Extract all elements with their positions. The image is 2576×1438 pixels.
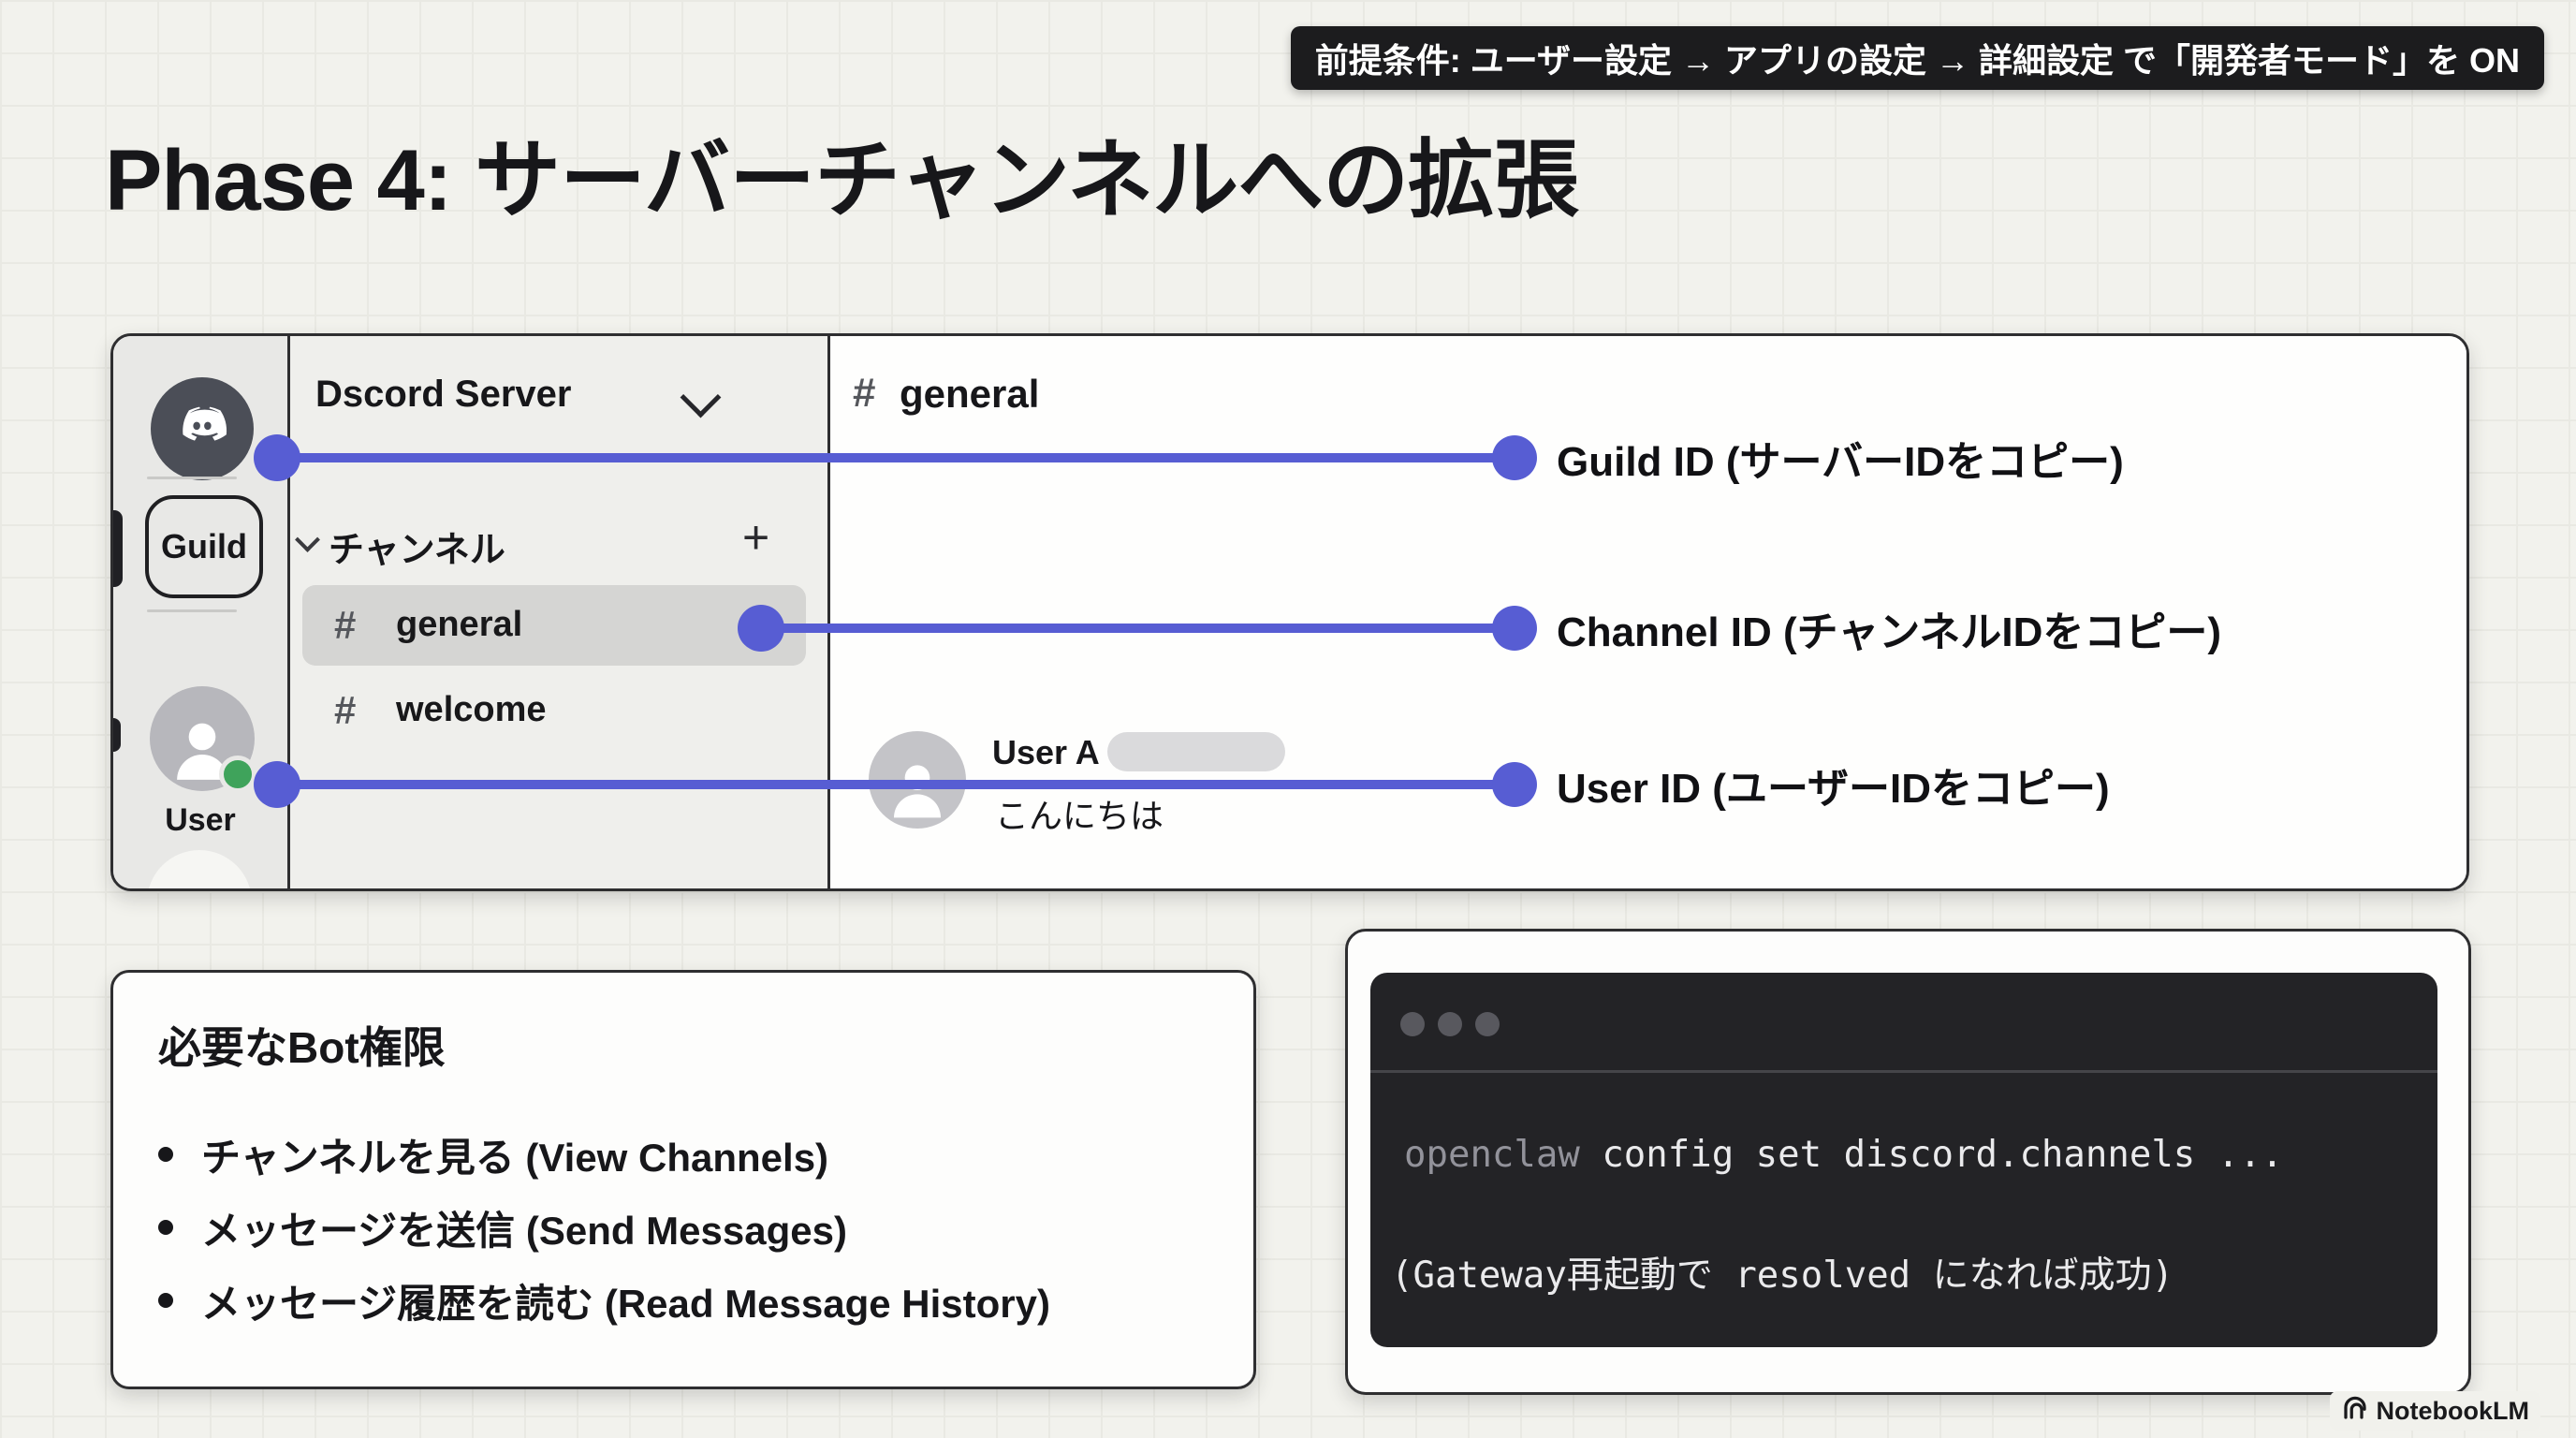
chat-header-channel: general <box>900 372 1040 416</box>
command-args: config set discord.channels ... <box>1579 1134 2284 1176</box>
channel-id-line <box>761 624 1515 633</box>
permissions-title: 必要なBot権限 <box>158 1023 446 1072</box>
prerequisite-badge: 前提条件: ユーザー設定 → アプリの設定 → 詳細設定 で「開発者モード」を … <box>1290 26 2544 90</box>
terminal-command: openclaw config set discord.channels ... <box>1404 1134 2283 1176</box>
server-rail: Guild User <box>113 336 290 888</box>
notebooklm-watermark: NotebookLM <box>2329 1391 2540 1431</box>
server-name[interactable]: Dscord Server <box>315 374 572 415</box>
chat-area <box>830 336 2466 888</box>
user-indicator-pill <box>113 718 121 752</box>
permission-item: メッセージを送信 (Send Messages) <box>158 1203 1225 1253</box>
permission-item: チャンネルを見る (View Channels) <box>158 1130 1225 1180</box>
hash-icon: # <box>334 688 357 732</box>
permission-item: メッセージ履歴を読む (Read Message History) <box>158 1276 1225 1326</box>
rail-divider <box>147 609 237 612</box>
terminal-note: (Gateway再起動で resolved になれば成功) <box>1391 1255 2174 1297</box>
empty-avatar-placeholder <box>147 850 252 888</box>
user-id-end-dot <box>1492 762 1537 807</box>
command-binary: openclaw <box>1404 1134 1580 1176</box>
bullet-dot <box>158 1220 173 1235</box>
channels-section-label: チャンネル <box>329 531 505 570</box>
channel-id-start-dot <box>738 605 784 652</box>
user-id-line <box>277 780 1515 789</box>
message-text: こんにちは <box>995 797 1164 835</box>
window-close-icon <box>1400 1012 1425 1036</box>
permissions-list: チャンネルを見る (View Channels) メッセージを送信 (Send … <box>158 1130 1225 1326</box>
permission-text: メッセージ履歴を読む (Read Message History) <box>201 1281 1050 1326</box>
bullet-dot <box>158 1293 173 1308</box>
user-avatar[interactable] <box>150 686 255 791</box>
channel-id-end-dot <box>1492 606 1537 651</box>
rail-divider <box>147 477 237 479</box>
terminal-window: openclaw config set discord.channels ...… <box>1370 973 2437 1347</box>
page-title: Phase 4: サーバーチャンネルへの拡張 <box>105 133 1579 228</box>
user-label: User <box>165 802 236 838</box>
discord-server-icon[interactable] <box>151 377 254 480</box>
discord-logo-icon <box>172 397 232 462</box>
window-maximize-icon <box>1475 1012 1500 1036</box>
hash-icon: # <box>334 603 357 647</box>
bot-permissions-card: 必要なBot権限 チャンネルを見る (View Channels) メッセージを… <box>110 970 1256 1389</box>
online-status-dot <box>219 756 256 793</box>
channel-id-label: Channel ID (チャンネルIDをコピー) <box>1557 609 2222 655</box>
user-id-start-dot <box>254 761 300 808</box>
channel-item-general[interactable] <box>302 585 806 666</box>
prerequisite-text: 前提条件: ユーザー設定 → アプリの設定 → 詳細設定 で「開発者モード」を … <box>1314 41 2520 80</box>
notebooklm-logo-icon <box>2341 1394 2369 1429</box>
add-channel-icon[interactable]: + <box>742 511 770 564</box>
discord-mockup-card: Guild User Dscord Server チャンネル + # gener… <box>110 333 2469 891</box>
window-minimize-icon <box>1438 1012 1462 1036</box>
permission-text: チャンネルを見る (View Channels) <box>201 1135 829 1180</box>
guild-button[interactable]: Guild <box>145 495 263 598</box>
guild-id-label: Guild ID (サーバーIDをコピー) <box>1557 439 2124 485</box>
watermark-text: NotebookLM <box>2376 1396 2529 1425</box>
terminal-card: openclaw config set discord.channels ...… <box>1345 929 2471 1395</box>
message-author: User A <box>992 733 1100 771</box>
guild-id-end-dot <box>1492 435 1537 480</box>
channel-name[interactable]: welcome <box>396 690 547 729</box>
person-icon <box>162 706 242 791</box>
titlebar-divider <box>1370 1070 2437 1073</box>
permission-text: メッセージを送信 (Send Messages) <box>201 1208 847 1253</box>
bullet-dot <box>158 1147 173 1162</box>
timestamp-placeholder <box>1107 732 1285 771</box>
channel-name[interactable]: general <box>396 605 523 644</box>
guild-id-line <box>277 453 1515 462</box>
user-id-label: User ID (ユーザーIDをコピー) <box>1557 766 2110 812</box>
guild-id-start-dot <box>254 434 300 481</box>
hash-icon: # <box>853 370 876 416</box>
guild-button-label: Guild <box>161 527 247 565</box>
server-indicator-pill <box>113 510 123 587</box>
